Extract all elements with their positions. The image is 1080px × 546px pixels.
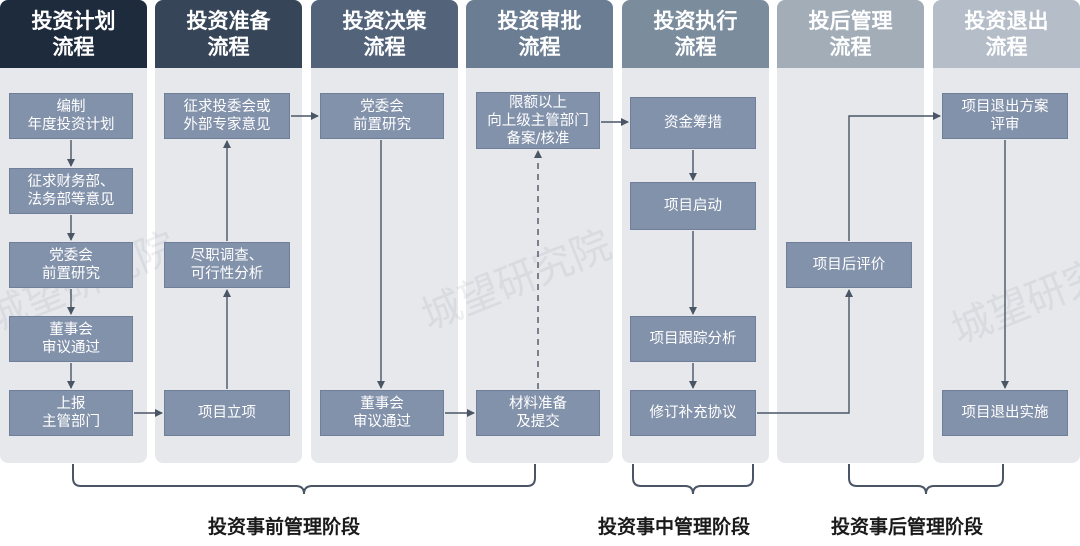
column-investment-preparation: 投资准备 流程 [155, 0, 302, 463]
box-due-diligence: 尽职调查、 可行性分析 [164, 242, 290, 288]
box-materials-submission: 材料准备 及提交 [476, 390, 600, 436]
box-solicit-committee-experts: 征求投委会或 外部专家意见 [164, 93, 290, 139]
box-project-launch: 项目启动 [630, 182, 756, 230]
column-header: 投资计划 流程 [0, 0, 147, 68]
box-exit-plan-review: 项目退出方案 评审 [942, 93, 1068, 139]
column-header: 投资退出 流程 [933, 0, 1080, 68]
box-project-initiation: 项目立项 [164, 390, 290, 436]
bracket-pre-stage [72, 464, 536, 495]
column-investment-approval: 投资审批 流程 [466, 0, 613, 463]
box-exit-implementation: 项目退出实施 [942, 390, 1068, 436]
box-report-to-authority: 上报 主管部门 [9, 390, 133, 436]
column-header: 投资准备 流程 [155, 0, 302, 68]
column-header: 投后管理 流程 [777, 0, 924, 68]
box-prepare-annual-plan: 编制 年度投资计划 [9, 93, 133, 139]
bracket-post-stage [848, 464, 1004, 495]
box-board-approval: 董事会 审议通过 [320, 390, 444, 436]
box-party-committee-review: 党委会 前置研究 [320, 93, 444, 139]
box-board-approval: 董事会 审议通过 [9, 316, 133, 362]
stage-label-pre: 投资事前管理阶段 [208, 516, 361, 538]
bracket-mid-stage [632, 464, 754, 495]
column-header: 投资决策 流程 [311, 0, 458, 68]
box-post-evaluation: 项目后评价 [786, 242, 912, 288]
box-solicit-finance-legal: 征求财务部、 法务部等意见 [9, 168, 133, 214]
box-party-committee-review: 党委会 前置研究 [9, 242, 133, 288]
box-project-tracking: 项目跟踪分析 [630, 316, 756, 362]
box-filing-approval: 限额以上 向上级主管部门 备案/核准 [476, 92, 600, 149]
column-header: 投资审批 流程 [466, 0, 613, 68]
stage-label-mid: 投资事中管理阶段 [598, 516, 751, 538]
box-revise-agreement: 修订补充协议 [630, 390, 756, 436]
column-investment-decision: 投资决策 流程 [311, 0, 458, 463]
box-fund-raising: 资金筹措 [630, 97, 756, 149]
column-post-investment: 投后管理 流程 [777, 0, 924, 463]
column-header: 投资执行 流程 [622, 0, 769, 68]
stage-label-post: 投资事后管理阶段 [831, 516, 984, 538]
